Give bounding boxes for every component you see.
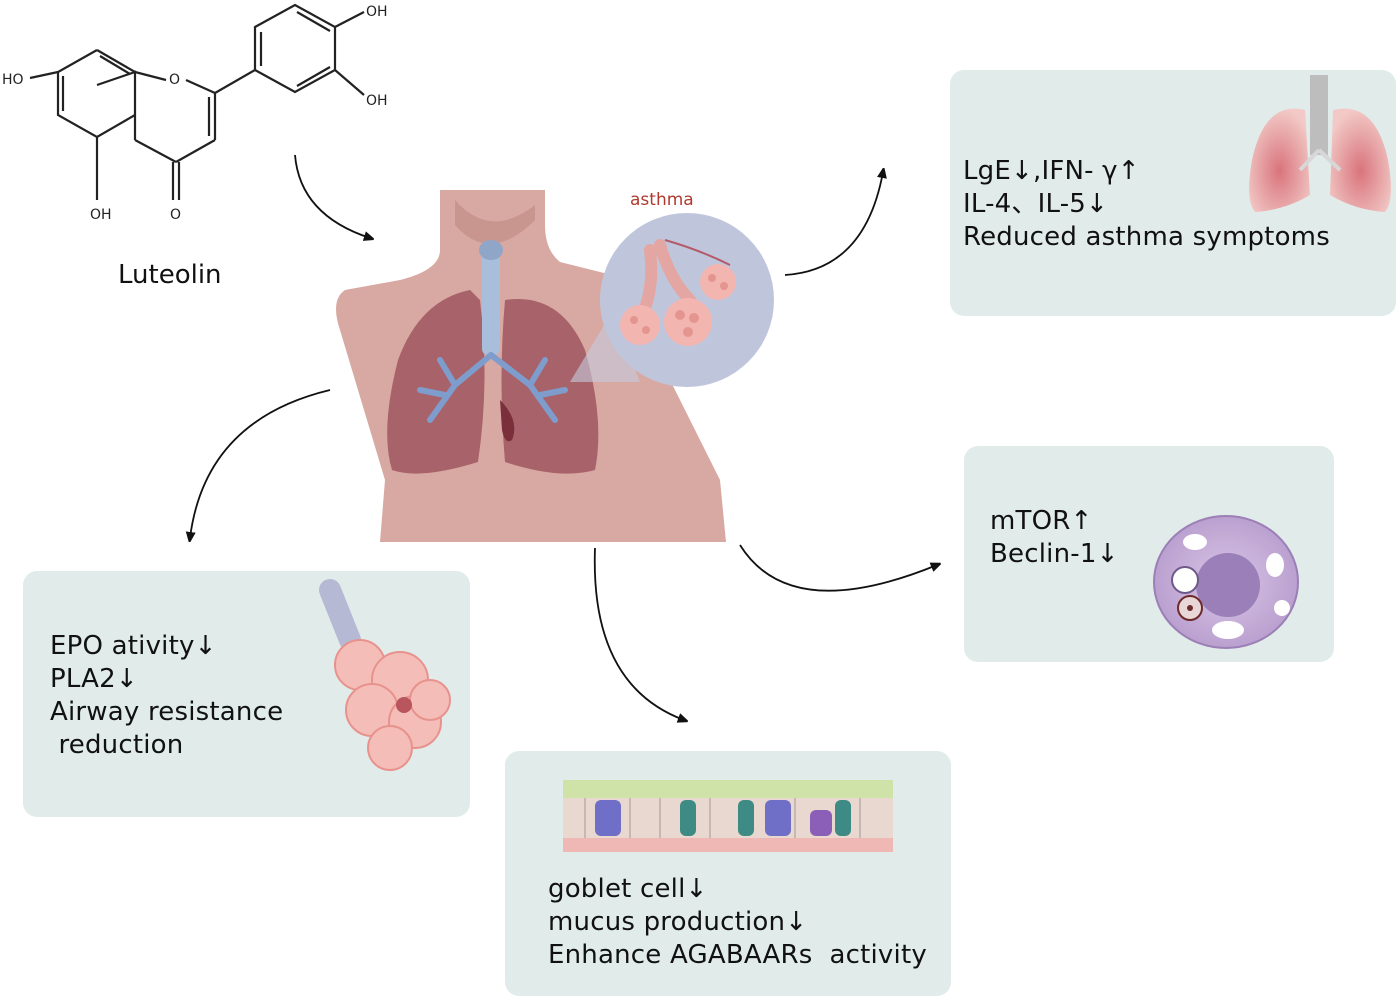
- keto-oxygen-label: O: [170, 207, 181, 223]
- oh-bottom-label: OH: [90, 207, 112, 223]
- airway-line-1: EPO ativity↓: [50, 631, 217, 661]
- arrow-to-mucus-panel: [593, 547, 684, 720]
- ho-left-label: HO: [2, 72, 24, 88]
- airway-line-2: PLA2↓: [50, 664, 138, 694]
- autophagy-line-1: mTOR↑: [990, 506, 1093, 536]
- immune-line-1: LgE↓,IFN- γ↑: [963, 156, 1140, 186]
- alveoli-icon: [319, 579, 451, 771]
- flow-arrows: [190, 154, 937, 720]
- immune-line-2: IL-4、IL-5↓: [963, 189, 1109, 219]
- arrow-to-immune-panel: [784, 172, 883, 276]
- mucus-line-1: goblet cell↓: [548, 874, 708, 904]
- luteolin-structure: [29, 3, 365, 200]
- epithelium-icon: [563, 780, 893, 852]
- ring-oxygen-label: O: [169, 72, 180, 88]
- arrow-luteolin-to-body: [294, 154, 370, 238]
- asthma-callout-label: asthma: [630, 190, 694, 210]
- arrow-to-autophagy-panel: [739, 544, 937, 592]
- luteolin-label: Luteolin: [118, 260, 222, 290]
- airway-line-4: reduction: [50, 730, 184, 760]
- immune-line-3: Reduced asthma symptoms: [963, 222, 1330, 252]
- mucus-line-3: Enhance AGABAARs activity: [548, 940, 927, 970]
- lungs-icon: [1249, 75, 1391, 212]
- airway-line-3: Airway resistance: [50, 697, 284, 727]
- torso-illustration: [336, 190, 774, 542]
- cell-icon: [1153, 515, 1299, 649]
- mucus-line-2: mucus production↓: [548, 907, 808, 937]
- arrow-to-airway-panel: [190, 389, 331, 538]
- autophagy-line-2: Beclin-1↓: [990, 539, 1119, 569]
- oh-right-label: OH: [366, 93, 388, 109]
- oh-top-label: OH: [366, 4, 388, 20]
